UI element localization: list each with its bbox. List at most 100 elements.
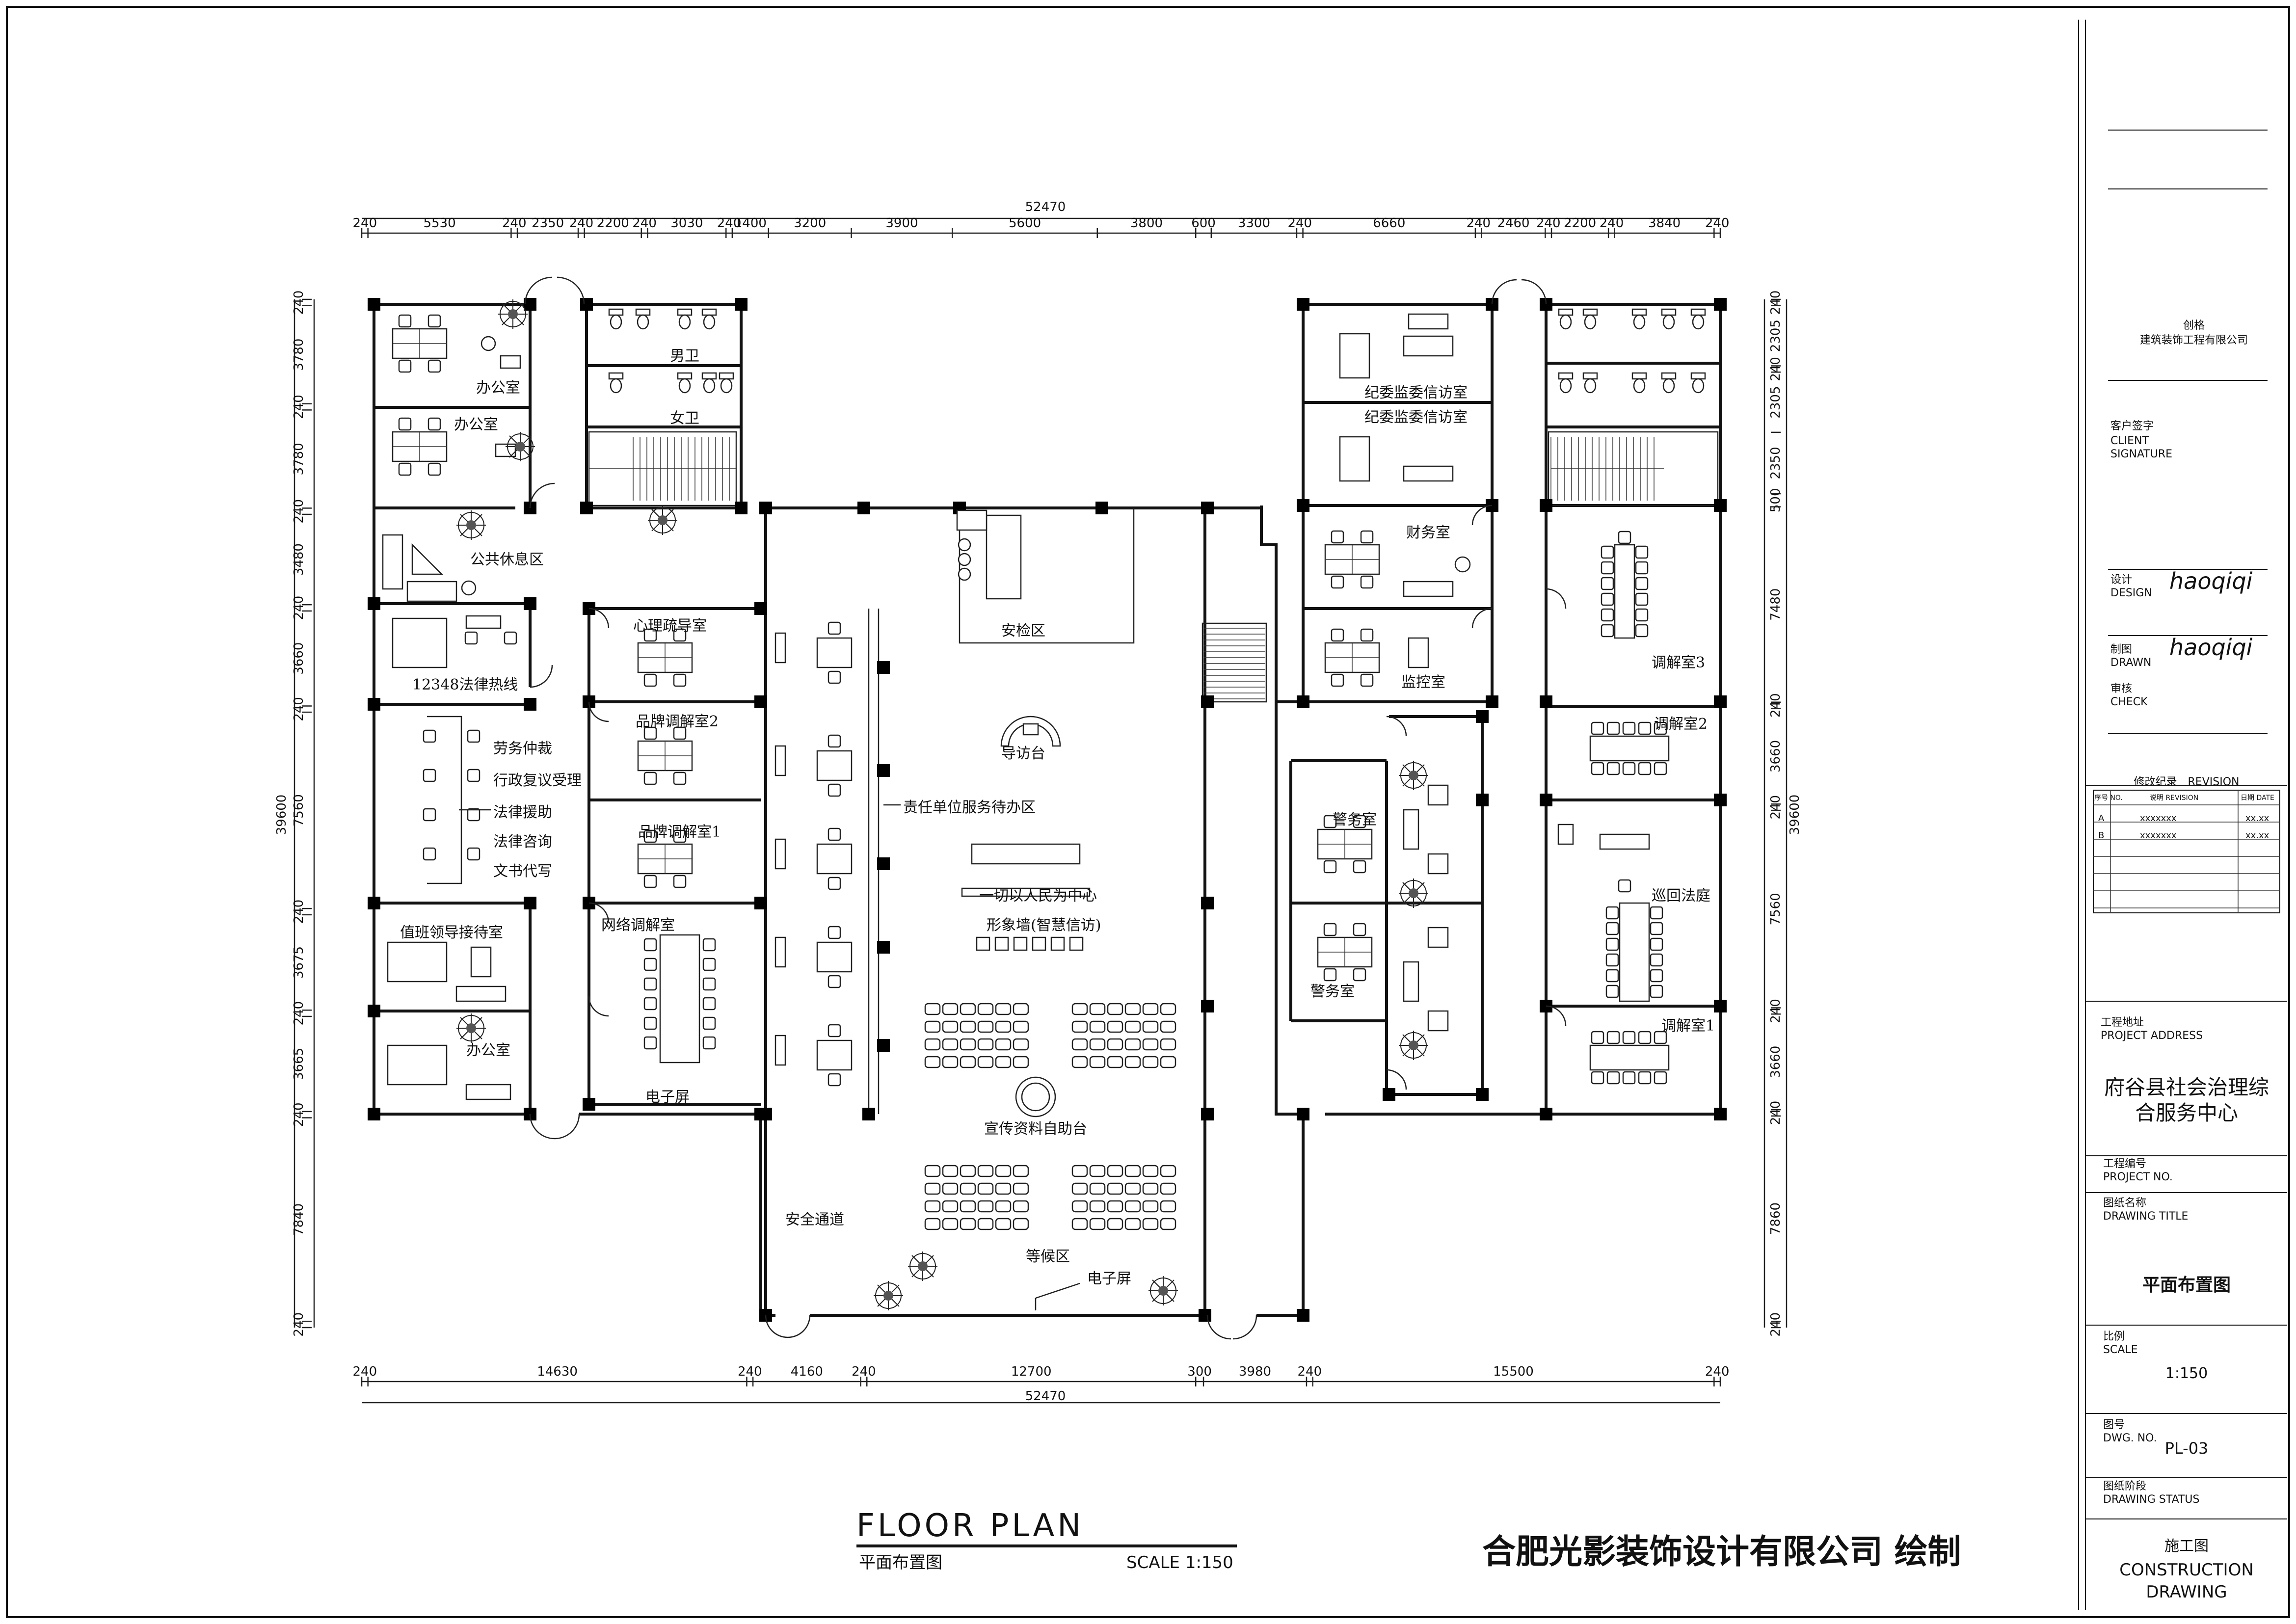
svg-text:说明 REVISION: 说明 REVISION: [2150, 794, 2198, 802]
dimension-label: 240: [502, 216, 527, 231]
dimension-label: 240: [717, 216, 742, 231]
label-brand-mediation-2: 品牌调解室2: [636, 713, 719, 730]
svg-text:DRAWING TITLE: DRAWING TITLE: [2103, 1210, 2188, 1223]
tb-company-1: 创格: [2183, 319, 2205, 332]
dimension-label: 240: [1768, 1312, 1783, 1337]
project-name-1: 府谷县社会治理综: [2104, 1075, 2269, 1099]
right-dimension-chain: 39600: [1763, 299, 1802, 1328]
stair-center: [1201, 622, 1267, 703]
status-cn: 施工图: [2164, 1538, 2209, 1555]
stair-right: [1548, 431, 1719, 506]
label-office-2: 办公室: [454, 416, 498, 433]
label-legal-consult: 法律咨询: [493, 833, 552, 851]
dimension-label: 3800: [1130, 216, 1163, 231]
dimension-label: 240: [292, 697, 306, 721]
svg-text:CLIENT: CLIENT: [2110, 435, 2149, 447]
label-legal-aid: 法律援助: [493, 804, 552, 821]
dimension-label: 240: [292, 1312, 306, 1337]
dimension-label: 240: [292, 499, 306, 524]
dimension-label: 3300: [1238, 216, 1270, 231]
dimension-label: 4160: [791, 1364, 823, 1379]
dimension-label: 240: [1287, 216, 1312, 231]
furniture: [382, 299, 1706, 1311]
dimension-label: 3840: [1648, 216, 1681, 231]
svg-text:工程地址: 工程地址: [2101, 1016, 2144, 1029]
dimension-label: 5530: [423, 216, 455, 231]
dimension-label: 2350: [532, 216, 564, 231]
dimension-label: 3675: [292, 946, 306, 979]
label-image-wall: 形象墙(智慧信访): [987, 917, 1101, 934]
dimension-label: 7560: [1768, 893, 1783, 925]
label-brand-mediation-1: 品牌调解室1: [638, 824, 721, 841]
dimension-label: 3665: [292, 1048, 306, 1080]
svg-text:序号 NO.: 序号 NO.: [2094, 794, 2123, 802]
svg-text:xxxxxxx: xxxxxxx: [2140, 813, 2177, 824]
svg-text:PROJECT NO.: PROJECT NO.: [2103, 1171, 2173, 1183]
dimension-label: 240: [632, 216, 657, 231]
svg-text:图号: 图号: [2103, 1419, 2125, 1431]
drawn-signature: haoqiqi: [2169, 634, 2253, 661]
label-mens-wc: 男卫: [670, 347, 699, 365]
dimension-label: 240: [292, 1001, 306, 1026]
label-e-screen-left: 电子屏: [645, 1089, 690, 1106]
label-mediation-2: 调解室2: [1654, 716, 1708, 733]
title-cn: 平面布置图: [859, 1553, 942, 1572]
dimension-label: 2460: [1497, 216, 1529, 231]
dimension-label: 3780: [292, 339, 306, 371]
dimension-label: 300: [1187, 1364, 1212, 1379]
svg-text:比例: 比例: [2103, 1331, 2125, 1343]
label-office-1: 办公室: [476, 379, 520, 397]
structural-columns: [368, 298, 1727, 1322]
dimension-label: 7480: [1768, 588, 1783, 621]
svg-text:工程编号: 工程编号: [2103, 1158, 2146, 1170]
svg-text:图纸名称: 图纸名称: [2103, 1197, 2146, 1209]
dimension-label: 3780: [292, 443, 306, 475]
label-security-check: 安检区: [1001, 622, 1045, 639]
svg-text:SCALE: SCALE: [2103, 1344, 2138, 1356]
dimension-label: 240: [353, 216, 377, 231]
svg-text:39600: 39600: [274, 795, 289, 835]
svg-text:52470: 52470: [1025, 200, 1066, 214]
scale-value: 1:150: [2165, 1365, 2208, 1382]
dimension-label: 3660: [292, 642, 306, 675]
svg-text:制图: 制图: [2110, 643, 2132, 656]
dimension-label: 240: [292, 291, 306, 315]
dimension-label: 3980: [1239, 1364, 1271, 1379]
dimension-label: 600: [1191, 216, 1216, 231]
label-slogan: 一切以人民为中心: [979, 887, 1097, 905]
revision-table: 序号 NO. 说明 REVISION 日期 DATE A xxxxxxx xx.…: [2093, 790, 2280, 913]
svg-text:日期 DATE: 日期 DATE: [2241, 794, 2274, 802]
dimension-label: 3030: [670, 216, 703, 231]
dimension-label: 240: [1768, 1101, 1783, 1125]
dimension-label: 240: [1466, 216, 1491, 231]
svg-text:客户签字: 客户签字: [2110, 420, 2154, 432]
leader-lines: [459, 804, 1080, 1310]
dimension-label: 240: [1705, 1364, 1730, 1379]
dimension-label: 240: [1536, 216, 1561, 231]
stair-left: [588, 431, 737, 506]
svg-text:A: A: [2098, 813, 2105, 824]
tb-company-2: 建筑装饰工程有限公司: [2140, 334, 2248, 346]
label-hotline: 12348法律热线: [412, 676, 518, 693]
room-labels: 办公室 办公室 男卫 女卫 公共休息区 12348法律热线 劳务仲裁 行政复议受…: [400, 347, 1715, 1287]
title-en: FLOOR PLAN: [856, 1508, 1084, 1544]
left-dimension-chain: 39600: [274, 299, 315, 1328]
dimension-label: 240: [1298, 1364, 1322, 1379]
dimension-label: 240: [852, 1364, 876, 1379]
label-waiting-area: 等候区: [1026, 1248, 1070, 1265]
svg-text:B: B: [2098, 830, 2104, 841]
label-guide-desk: 导访台: [1001, 745, 1045, 762]
label-duty-office: 责任单位服务待办区: [903, 799, 1036, 816]
label-monitoring: 监控室: [1401, 674, 1445, 691]
label-police-1: 警务室: [1333, 811, 1377, 828]
label-circuit-court: 巡回法庭: [1652, 887, 1710, 905]
dimension-label: 3480: [292, 543, 306, 576]
dimension-label: 240: [292, 395, 306, 419]
dimension-label: 7840: [292, 1203, 306, 1236]
label-psych-room: 心理疏导室: [633, 617, 707, 635]
label-finance: 财务室: [1406, 524, 1450, 541]
svg-text:DRAWN: DRAWN: [2110, 657, 2151, 669]
scale-label: SCALE 1:150: [1126, 1553, 1233, 1572]
project-name-2: 合服务中心: [2135, 1101, 2238, 1125]
